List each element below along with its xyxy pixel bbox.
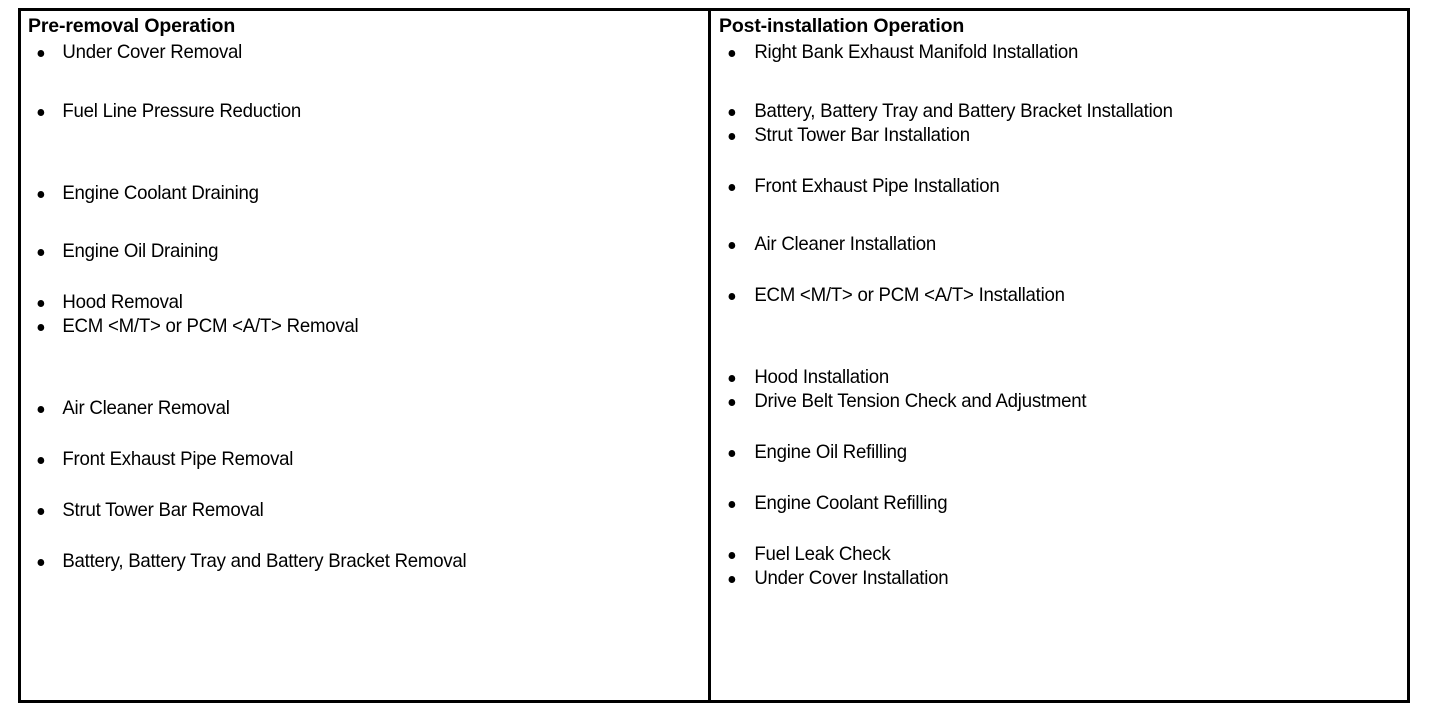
list-item: Engine Oil Refilling [719, 440, 1376, 464]
list-item: Strut Tower Bar Removal [28, 498, 677, 522]
list-item-label: Hood Installation [754, 366, 890, 388]
list-item: Front Exhaust Pipe Removal [28, 447, 677, 471]
list-item-label: Under Cover Installation [754, 567, 949, 589]
list-item-label: Engine Oil Refilling [754, 441, 907, 463]
list-item: ECM <M/T> or PCM <A/T> Removal [28, 314, 677, 338]
list-item: Air Cleaner Installation [719, 232, 1376, 256]
list-item: Hood Installation [719, 365, 1376, 389]
list-item: Engine Oil Draining [28, 239, 677, 263]
list-item-label: Battery, Battery Tray and Battery Bracke… [754, 100, 1173, 122]
list-item: Engine Coolant Refilling [719, 491, 1376, 515]
list-item-label: Right Bank Exhaust Manifold Installation [754, 41, 1079, 63]
list-item-label: ECM <M/T> or PCM <A/T> Removal [62, 315, 359, 337]
list-item-label: Under Cover Removal [62, 41, 243, 63]
list-item-label: Fuel Line Pressure Reduction [62, 100, 302, 122]
list-item: Battery, Battery Tray and Battery Bracke… [28, 549, 677, 573]
list-item-label: Front Exhaust Pipe Removal [62, 448, 294, 470]
list-item-label: Engine Oil Draining [62, 240, 219, 262]
column-heading-post-installation: Post-installation Operation [719, 15, 965, 37]
list-item: ECM <M/T> or PCM <A/T> Installation [719, 283, 1376, 307]
list-item-label: Air Cleaner Removal [62, 397, 230, 419]
list-item-label: Front Exhaust Pipe Installation [754, 175, 1000, 197]
column-post-installation: Post-installation Operation Right Bank E… [711, 11, 1407, 700]
list-item-label: Drive Belt Tension Check and Adjustment [754, 390, 1087, 412]
list-item: Under Cover Removal [28, 40, 677, 64]
list-item-label: Fuel Leak Check [754, 543, 891, 565]
list-item-label: Air Cleaner Installation [754, 233, 936, 255]
list-post-installation: Right Bank Exhaust Manifold Installation… [719, 40, 1407, 590]
list-item-label: Engine Coolant Refilling [754, 492, 948, 514]
list-item-label: Strut Tower Bar Installation [754, 124, 970, 146]
list-item-label: Hood Removal [62, 291, 183, 313]
list-item: Battery, Battery Tray and Battery Bracke… [719, 99, 1376, 123]
list-item: Air Cleaner Removal [28, 396, 677, 420]
list-item: Drive Belt Tension Check and Adjustment [719, 389, 1376, 413]
list-item: Under Cover Installation [719, 566, 1376, 590]
list-item: Fuel Line Pressure Reduction [28, 99, 677, 123]
list-item-label: Strut Tower Bar Removal [62, 499, 264, 521]
list-item-label: Engine Coolant Draining [62, 182, 259, 204]
operations-table: Pre-removal Operation Under Cover Remova… [18, 8, 1410, 703]
list-item: Hood Removal [28, 290, 677, 314]
list-item: Fuel Leak Check [719, 542, 1376, 566]
column-pre-removal: Pre-removal Operation Under Cover Remova… [21, 11, 711, 700]
list-item-label: Battery, Battery Tray and Battery Bracke… [62, 550, 467, 572]
list-item: Right Bank Exhaust Manifold Installation [719, 40, 1376, 64]
column-heading-pre-removal: Pre-removal Operation [28, 15, 236, 37]
list-item: Front Exhaust Pipe Installation [719, 174, 1376, 198]
list-pre-removal: Under Cover Removal Fuel Line Pressure R… [28, 40, 708, 573]
list-item: Strut Tower Bar Installation [719, 123, 1376, 147]
list-item: Engine Coolant Draining [28, 181, 677, 205]
list-item-label: ECM <M/T> or PCM <A/T> Installation [754, 284, 1065, 306]
